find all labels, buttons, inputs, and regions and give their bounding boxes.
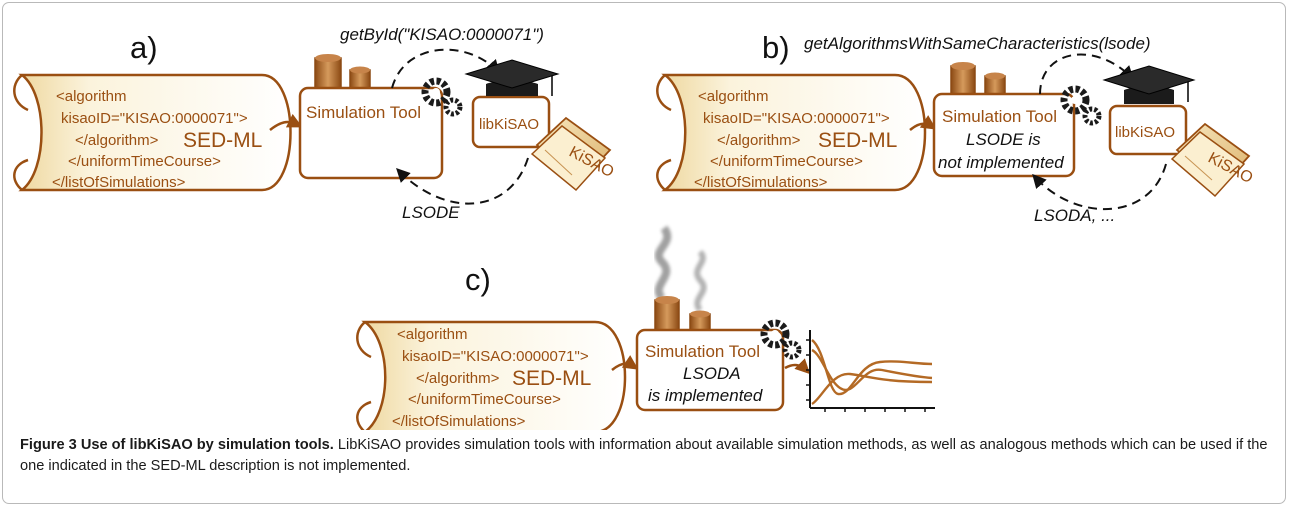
sedml-scroll: <algorithm kisaoID="KISAO:0000071"> </al… [656,73,927,192]
panel-b: b) getAlgorithmsWithSameCharacteristics(… [656,30,1255,225]
sed-line-3: </algorithm> [717,132,801,149]
request-call: getById("KISAO:0000071") [340,25,544,44]
tool-note-line-2: not implemented [938,153,1064,172]
sedml-scroll: <algorithm kisaoID="KISAO:0000071"> </al… [13,73,292,192]
chimney-icon [950,65,976,97]
gears-icon [421,77,463,117]
sed-line-2: kisaoID="KISAO:0000071"> [703,110,890,127]
result-plot-icon [806,330,935,412]
sed-line-5: </listOfSimulations> [392,413,526,430]
sed-line-1: <algorithm [397,326,467,343]
request-call: getAlgorithmsWithSameCharacteristics(lso… [804,34,1151,53]
sed-line-1: <algorithm [56,88,126,105]
scroll-to-tool-arrow [909,115,937,131]
sed-line-3: </algorithm> [416,370,500,387]
sedml-label: SED-ML [183,129,262,152]
scroll-to-tool-arrow [611,355,639,371]
tool-note-line-2: is implemented [648,386,763,405]
panel-c: c) <algorithm kisaoID="KISAO:0000071"> <… [356,225,935,430]
libkisao-box: libKiSAO [464,59,560,149]
caption-title: Figure 3 Use of libKiSAO by simulation t… [20,437,334,453]
library-label: libKiSAO [1115,124,1175,141]
simulation-tool-box: Simulation Tool [298,54,444,180]
sed-line-4: </uniformTimeCourse> [408,391,561,408]
simulation-tool-box: Simulation Tool LSODE is not implemented [932,62,1076,178]
tool-note-line-1: LSODA [683,364,741,383]
panel-a-label: a) [130,30,158,65]
request-arrow [1039,53,1134,95]
tool-label: Simulation Tool [645,342,760,361]
kisao-book-icon: KiSAO [530,116,616,192]
sed-line-2: kisaoID="KISAO:0000071"> [61,110,248,127]
sed-line-5: </listOfSimulations> [694,174,828,191]
sedml-label: SED-ML [818,129,897,152]
sedml-scroll: <algorithm kisaoID="KISAO:0000071"> </al… [356,320,627,430]
gears-icon [760,319,802,360]
chimney-icon [314,57,342,91]
sed-line-2: kisaoID="KISAO:0000071"> [402,348,589,365]
sedml-label: SED-ML [512,367,591,390]
panel-a: a) <algorithm kisaoID="KISAO:0000071"> <… [13,25,616,222]
tool-note-line-1: LSODE is [966,130,1041,149]
tool-label: Simulation Tool [942,107,1057,126]
sed-line-3: </algorithm> [75,132,159,149]
figure-caption: Figure 3 Use of libKiSAO by simulation t… [20,435,1270,477]
chimney-icon [654,299,680,333]
gears-icon [1060,85,1102,126]
response-arrow [396,157,529,205]
libkisao-box: libKiSAO [1102,65,1196,156]
graduation-cap-icon [464,59,560,96]
sed-line-4: </uniformTimeCourse> [710,153,863,170]
simulation-tool-box: Simulation Tool LSODA is implemented [635,296,785,412]
scroll-to-tool-arrow [269,113,303,131]
figure-diagram: a) <algorithm kisaoID="KISAO:0000071"> <… [13,25,1255,430]
graduation-cap-icon [1102,65,1196,104]
panel-b-label: b) [762,30,790,65]
library-label: libKiSAO [479,116,539,133]
sed-line-5: </listOfSimulations> [52,174,186,191]
response-value: LSODA, ... [1034,206,1115,225]
tool-label: Simulation Tool [306,103,421,122]
sed-line-4: </uniformTimeCourse> [68,153,221,170]
response-value: LSODE [402,203,460,222]
panel-c-label: c) [465,262,491,297]
response-arrow [1032,163,1167,211]
smoke-icon [654,225,707,312]
caption-text: LibKiSAO provides simulation tools with … [20,437,1268,474]
tool-to-plot-arrow [784,358,811,375]
request-arrow [391,48,500,89]
sed-line-1: <algorithm [698,88,768,105]
